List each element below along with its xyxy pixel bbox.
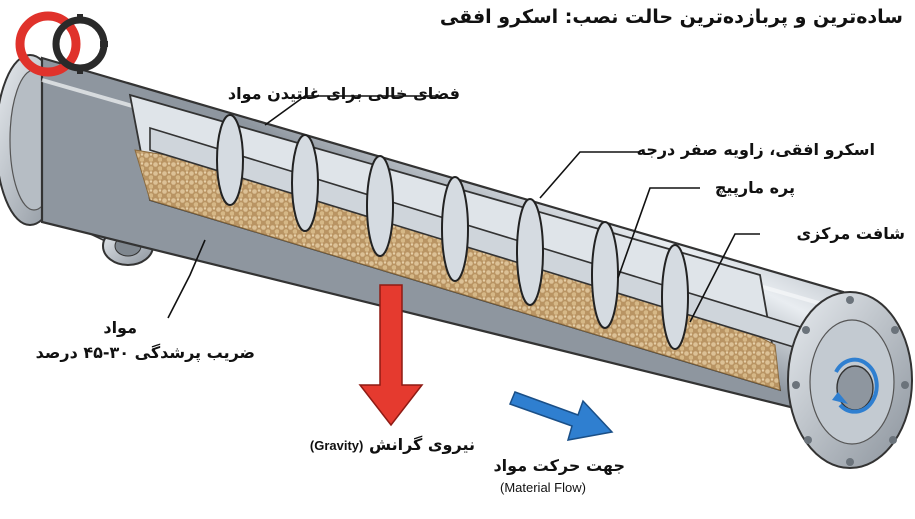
page-title: ساده‌ترین و پربازده‌ترین حالت نصب: اسکرو… xyxy=(439,6,903,28)
gravity-arrow-icon xyxy=(358,284,424,427)
label-shaft: شافت مرکزی xyxy=(796,224,905,243)
rotation-arrow-head xyxy=(832,392,848,404)
logo-icon xyxy=(15,11,108,77)
label-horizontal-screw: اسکرو افقی، زاویه صفر درجه xyxy=(636,140,875,159)
label-fill-factor: ضریب پرشدگی ۳۰-۴۵ درصد xyxy=(35,343,255,362)
label-flight: پره مارپیچ xyxy=(714,178,795,197)
flow-arrow-icon xyxy=(509,391,614,441)
callout-leaders xyxy=(167,95,760,323)
right-flange xyxy=(787,291,913,469)
label-empty-space: فضای خالی برای غلتیدن مواد xyxy=(227,84,460,103)
label-flow-en: (Material Flow) xyxy=(500,480,586,495)
rotation-arrow-icon xyxy=(834,357,879,414)
label-material: مواد xyxy=(103,318,137,337)
gravity-en-text: (Gravity) xyxy=(309,438,364,453)
gravity-fa-text: نیروی گرانش xyxy=(368,435,475,454)
label-gravity: نیروی گرانش (Gravity) xyxy=(310,435,475,454)
label-flow: جهت حرکت مواد xyxy=(493,456,625,475)
screw-flights xyxy=(216,114,689,350)
flange-bolts xyxy=(792,296,909,466)
